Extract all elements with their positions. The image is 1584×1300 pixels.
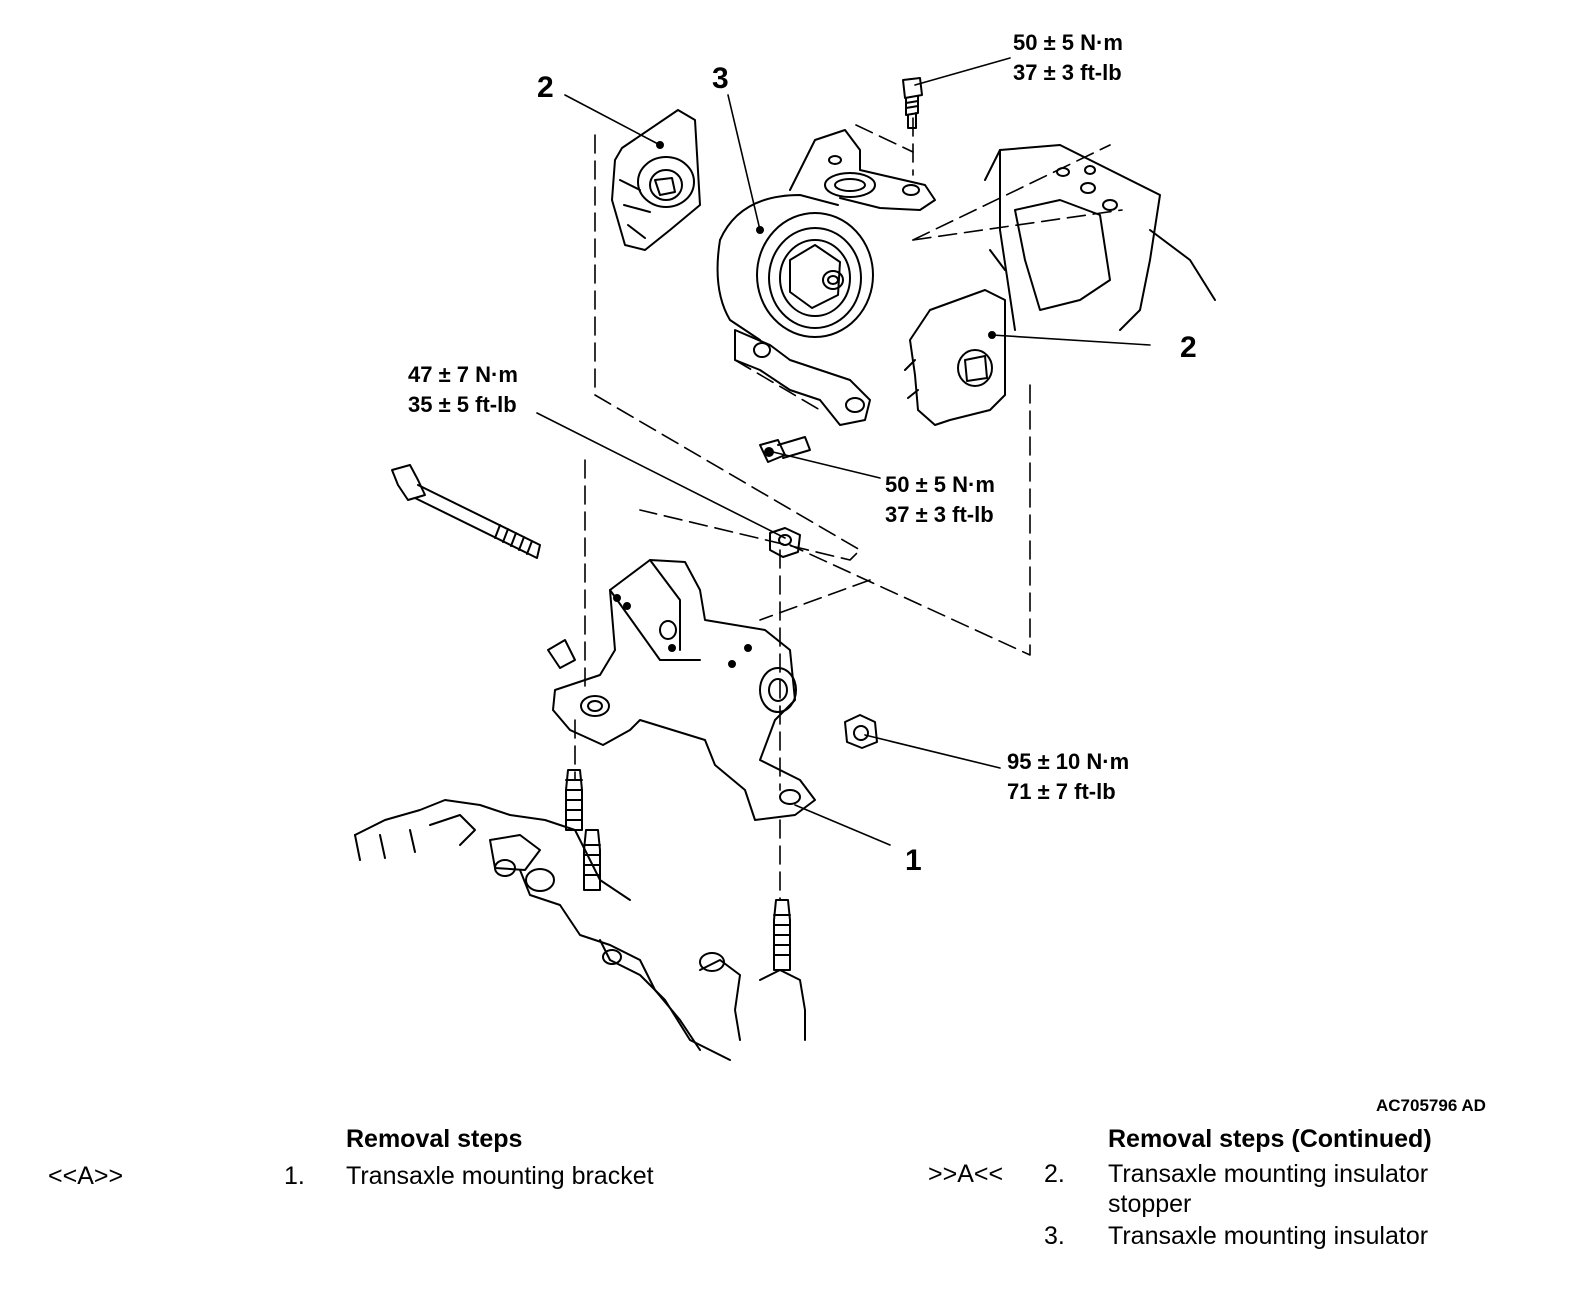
step-text-3: Transaxle mounting insulator bbox=[1108, 1222, 1429, 1250]
transaxle-body bbox=[354, 769, 806, 1061]
callout-3: 3 bbox=[712, 62, 729, 95]
callout-2-right: 2 bbox=[1180, 331, 1197, 364]
side-nut bbox=[844, 714, 878, 749]
step-ref-a-install: >>A<< bbox=[928, 1160, 1004, 1188]
figure-id: AC705796 AD bbox=[1376, 1096, 1486, 1115]
step-number-1: 1. bbox=[284, 1162, 305, 1190]
torque-ftlb: 35 ± 5 ft-lb bbox=[408, 392, 517, 417]
step-text-1: Transaxle mounting bracket bbox=[346, 1162, 654, 1190]
through-bolt bbox=[391, 464, 541, 559]
mid-bolt bbox=[759, 436, 811, 463]
torque-spec-top-bolt: 50 ± 5 N·m 37 ± 3 ft-lb bbox=[1013, 28, 1123, 88]
step-number-2: 2. bbox=[1044, 1160, 1065, 1188]
step-text-2-line1: Transaxle mounting insulator bbox=[1108, 1160, 1429, 1188]
insulator-stopper-right bbox=[904, 289, 1006, 426]
torque-nm: 50 ± 5 N·m bbox=[1013, 30, 1123, 55]
insulator-stopper-left bbox=[611, 109, 701, 251]
torque-ftlb: 71 ± 7 ft-lb bbox=[1007, 779, 1116, 804]
torque-nm: 47 ± 7 N·m bbox=[408, 362, 518, 387]
step-ref-a: <<A>> bbox=[48, 1162, 124, 1190]
step-number-3: 3. bbox=[1044, 1222, 1065, 1250]
top-bolt bbox=[902, 77, 923, 129]
mounting-insulator bbox=[716, 129, 936, 426]
step-text-2-line2: stopper bbox=[1108, 1190, 1192, 1218]
leader-lines bbox=[536, 57, 1151, 846]
removal-steps-title: Removal steps bbox=[346, 1125, 523, 1153]
torque-spec-mid-bolt: 50 ± 5 N·m 37 ± 3 ft-lb bbox=[885, 470, 995, 530]
torque-spec-side-nut: 95 ± 10 N·m 71 ± 7 ft-lb bbox=[1007, 747, 1129, 807]
torque-nm: 95 ± 10 N·m bbox=[1007, 749, 1130, 774]
torque-spec-through-bolt: 47 ± 7 N·m 35 ± 5 ft-lb bbox=[408, 360, 518, 420]
exploded-view-diagram bbox=[354, 57, 1216, 1061]
torque-ftlb: 37 ± 3 ft-lb bbox=[885, 502, 994, 527]
body-frame bbox=[984, 144, 1216, 331]
callout-2-left: 2 bbox=[537, 71, 554, 104]
mounting-bracket bbox=[547, 559, 816, 821]
torque-nm: 50 ± 5 N·m bbox=[885, 472, 995, 497]
callout-1: 1 bbox=[905, 844, 922, 877]
torque-ftlb: 37 ± 3 ft-lb bbox=[1013, 60, 1122, 85]
bracket-nut bbox=[769, 527, 801, 558]
removal-steps-continued-title: Removal steps (Continued) bbox=[1108, 1125, 1432, 1153]
